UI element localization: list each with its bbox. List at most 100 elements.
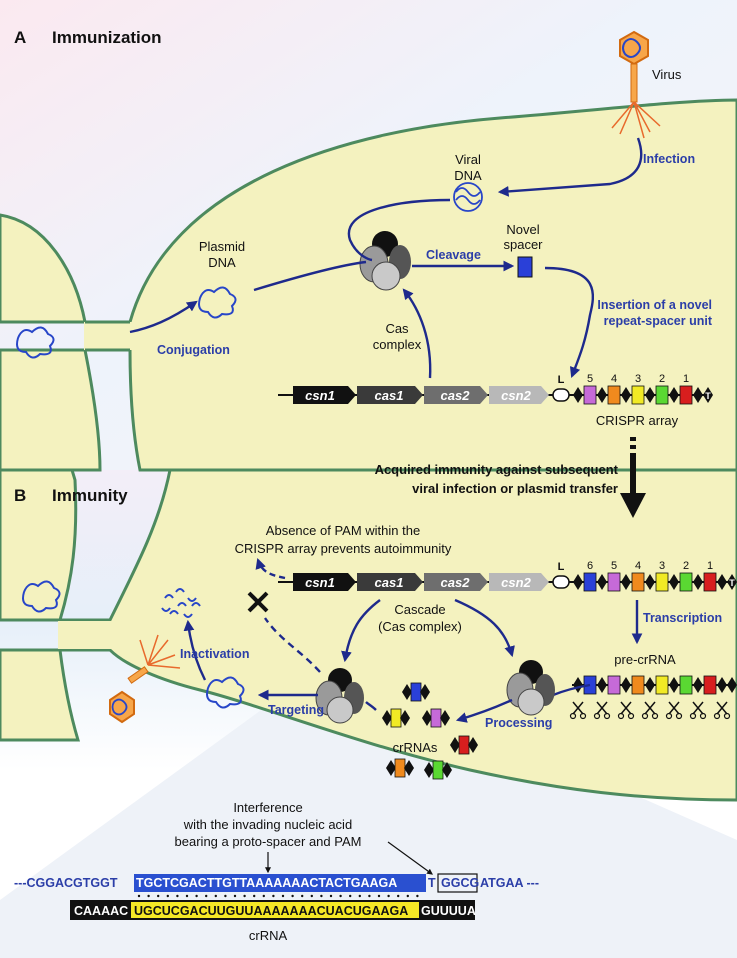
crrna-unit	[382, 708, 410, 728]
gene-label-cas2-b: cas2	[441, 575, 471, 590]
protospacer-box	[134, 874, 426, 892]
cleavage-label: Cleavage	[426, 248, 481, 262]
scissors-icon	[641, 701, 659, 720]
gene-cas1-b	[357, 573, 423, 591]
dna-pam: GGCG	[441, 876, 479, 890]
gene-cas2-a	[424, 386, 488, 404]
array-b-spacer	[703, 572, 717, 592]
cas-complex-targeting-icon	[315, 668, 364, 724]
insertion-label-2: repeat-spacer unit	[604, 314, 713, 328]
gene-label-cas1-b: cas1	[375, 575, 404, 590]
scissors-row	[569, 701, 731, 720]
pre-crrna-spacer	[655, 675, 669, 695]
array-a-spacer-number: 1	[683, 373, 689, 385]
virus-b-icon	[109, 634, 181, 724]
array-b-repeat	[645, 574, 655, 590]
pre-crrna-terminator	[727, 677, 737, 693]
crrna-unit	[424, 760, 452, 780]
virus-label: Virus	[652, 67, 682, 82]
array-b-repeat	[573, 574, 583, 590]
novel-spacer-block	[517, 256, 533, 278]
absence-pam-label-1: Absence of PAM within the	[266, 523, 420, 538]
blocked-cross-icon	[247, 591, 269, 613]
array-b-repeat	[597, 574, 607, 590]
transition-label-1: Acquired immunity against subsequent	[375, 462, 619, 477]
gene-label-cas1-a: cas1	[375, 388, 404, 403]
gene-label-csn2-a: csn2	[501, 388, 531, 403]
inactivation-label: Inactivation	[180, 647, 249, 661]
crrna-unit	[402, 682, 430, 702]
crrna-caption: crRNA	[249, 928, 288, 943]
panel-a-title: Immunization	[52, 28, 162, 47]
dna-left-flank: ---CGGACGTGGT	[14, 876, 118, 890]
pre-crrna-repeat	[717, 677, 727, 693]
array-a-terminator-label: T	[705, 391, 711, 401]
array-b-spacer	[607, 572, 621, 592]
gene-csn1-b	[293, 573, 356, 591]
left-cell-a	[0, 213, 87, 324]
cas-genes-to-complex-arrow	[402, 288, 432, 379]
cascade-label-2: (Cas complex)	[378, 619, 462, 634]
cas-complex-label-2: complex	[373, 337, 422, 352]
pre-crrna-spacer	[679, 675, 693, 695]
array-b-spacer	[583, 572, 597, 592]
novel-spacer-label-1: Novel	[506, 222, 539, 237]
pre-crrna-repeat	[693, 677, 703, 693]
leader-b	[552, 575, 570, 589]
array-b-repeat	[669, 574, 679, 590]
array-a-spacer	[607, 385, 621, 405]
array-a-spacer	[679, 385, 693, 405]
pre-crrna-array	[572, 675, 737, 695]
array-a-repeat	[573, 387, 583, 403]
transition-arrow	[620, 437, 646, 518]
panel-b-letter: B	[14, 486, 26, 505]
pam-box	[437, 873, 478, 893]
insertion-arrow	[544, 266, 595, 379]
novel-spacer-label-2: spacer	[503, 237, 543, 252]
cas-complex-processing-icon	[506, 660, 555, 716]
targeting-dashed-line	[264, 617, 321, 673]
array-a-spacer	[655, 385, 669, 405]
rna-right-repeat: GUUUUA	[421, 904, 476, 918]
dna-t: T	[428, 876, 436, 890]
array-b-repeat	[717, 574, 727, 590]
array-a-spacer-number: 5	[587, 373, 593, 385]
array-a-spacer	[583, 385, 597, 405]
infection-label: Infection	[643, 152, 695, 166]
plasmid-dna-label-1: Plasmid	[199, 239, 245, 254]
autoimmunity-dashed-arrow	[255, 557, 286, 580]
plasmid-dna-icon	[198, 286, 237, 319]
array-b-spacer-number: 2	[683, 560, 689, 572]
gene-label-csn1-b: csn1	[305, 575, 335, 590]
array-b-spacer	[631, 572, 645, 592]
pre-crrna-spacer	[703, 675, 717, 695]
array-b-terminator-label: T	[729, 578, 735, 588]
absence-pam-label-2: CRISPR array prevents autoimmunity	[235, 541, 452, 556]
insertion-label-1: Insertion of a novel	[597, 298, 712, 312]
targeting-label: Targeting	[268, 703, 324, 717]
gene-label-csn2-b: csn2	[501, 575, 531, 590]
scissors-icon	[665, 701, 683, 720]
array-b-spacer-number: 4	[635, 560, 641, 572]
virus-icon	[611, 30, 661, 139]
left-cell-b-lower	[0, 648, 81, 742]
cas-complex-label-1: Cas	[385, 321, 409, 336]
array-b-spacer	[679, 572, 693, 592]
array-b-repeat	[621, 574, 631, 590]
array-b-spacer-number: 5	[611, 560, 617, 572]
base-pair-dots	[137, 894, 419, 898]
interference-caption-2: with the invading nucleic acid	[183, 817, 352, 832]
array-a-spacer-number: 2	[659, 373, 665, 385]
plasmid-dna-label-2: DNA	[208, 255, 236, 270]
cascade-left-arrow	[341, 599, 381, 663]
conjugation-arrow	[129, 300, 198, 334]
scissors-icon	[713, 701, 731, 720]
array-a-terminator	[703, 387, 713, 403]
pointer-pam	[387, 841, 433, 875]
neighbor-plasmid-icon	[22, 580, 61, 613]
array-a-spacer-number: 4	[611, 373, 617, 385]
